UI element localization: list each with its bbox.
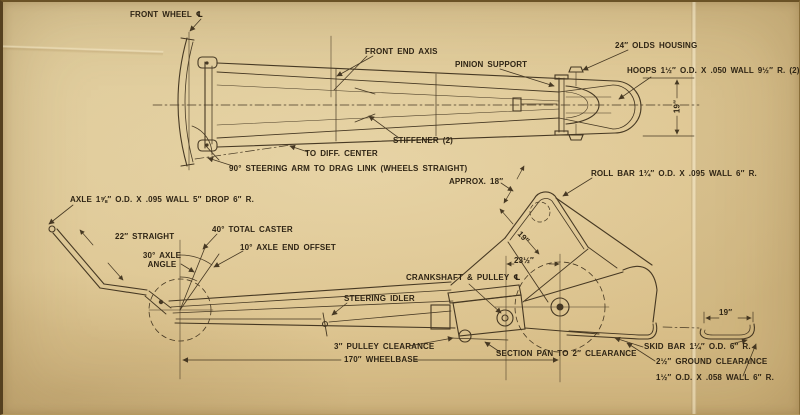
dim-wheelbase-170: 170″ WHEELBASE [344, 355, 419, 364]
label-steering-idler: STEERING IDLER [344, 294, 415, 303]
page-right-shade [697, 2, 799, 414]
label-section-pan-clearance: SECTION PAN TO 2″ CLEARANCE [496, 349, 637, 358]
label-steering-arm-90: 90° STEERING ARM TO DRAG LINK (WHEELS ST… [229, 164, 468, 173]
label-olds-housing: 24″ OLDS HOUSING [615, 41, 698, 50]
label-pinion-support: PINION SUPPORT [455, 60, 528, 69]
label-axle-angle: 30° AXLE ANGLE [139, 251, 185, 269]
dim-23-half: 23½″ [514, 256, 535, 265]
dim-skid-19: 19″ [719, 308, 733, 317]
dim-approx-18: APPROX. 18″ [449, 177, 504, 186]
label-skid-bar-spec: SKID BAR 1¼″ O.D. 6″ R. [644, 342, 751, 351]
label-front-wheel-centerline: FRONT WHEEL ℄ [130, 10, 204, 19]
label-front-end-axis: FRONT END AXIS [365, 47, 438, 56]
label-hoops-spec: HOOPS 1½″ O.D. X .050 WALL 9½″ R. (2) [627, 66, 800, 75]
top-view-drawing [152, 18, 700, 171]
label-axle-end-offset: 10° AXLE END OFFSET [240, 243, 336, 252]
label-ground-clearance: 2½″ GROUND CLEARANCE [656, 357, 768, 366]
label-axle-spec: AXLE 1⅝″ O.D. X .095 WALL 5″ DROP 6″ R. [70, 195, 254, 204]
page-fold-edge [691, 2, 697, 414]
chassis-line-drawing [48, 18, 757, 383]
label-roll-bar-spec: ROLL BAR 1¾″ O.D. X .095 WALL 6″ R. [591, 169, 757, 178]
label-stiffener: STIFFENER (2) [393, 136, 453, 145]
label-crankshaft-pulley: CRANKSHAFT & PULLEY ℄ [406, 273, 521, 282]
label-frame-tube-spec: 1½″ O.D. X .058 WALL 6″ R. [656, 373, 774, 382]
label-pulley-clearance: 3″ PULLEY CLEARANCE [334, 342, 435, 351]
label-axle-angle-line2: ANGLE [147, 260, 177, 269]
label-to-diff-center: TO DIFF. CENTER [305, 149, 378, 158]
dim-rear-width-19: 19″ [672, 99, 682, 114]
dim-22-straight: 22″ STRAIGHT [115, 232, 175, 241]
side-view-drawing [48, 165, 757, 383]
label-total-caster: 40° TOTAL CASTER [212, 225, 293, 234]
label-axle-angle-line1: 30° AXLE [142, 251, 182, 260]
